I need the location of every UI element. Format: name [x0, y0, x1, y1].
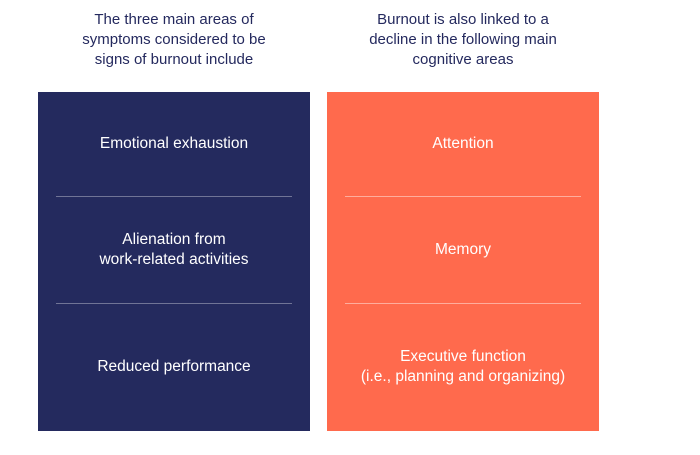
symptoms-panel: Emotional exhaustion Alienation from wor…: [38, 92, 310, 431]
right-column-heading: Burnout is also linked to a decline in t…: [369, 11, 557, 68]
cognitive-item-attention: Attention: [432, 135, 494, 152]
cognitive-item-memory: Memory: [435, 240, 491, 258]
divider: [345, 196, 581, 197]
divider: [345, 303, 581, 304]
symptom-item-alienation: Alienation from work-related activities: [99, 230, 249, 268]
divider: [56, 196, 292, 197]
symptom-item-reduced-performance: Reduced performance: [97, 358, 251, 375]
symptom-item-emotional-exhaustion: Emotional exhaustion: [99, 135, 249, 152]
left-column-heading: The three main areas of symptoms conside…: [82, 11, 266, 68]
cognitive-areas-panel: Attention Memory Executive function (i.e…: [327, 92, 599, 431]
divider: [56, 303, 292, 304]
cognitive-item-executive-function: Executive function (i.e., planning and o…: [360, 348, 566, 385]
